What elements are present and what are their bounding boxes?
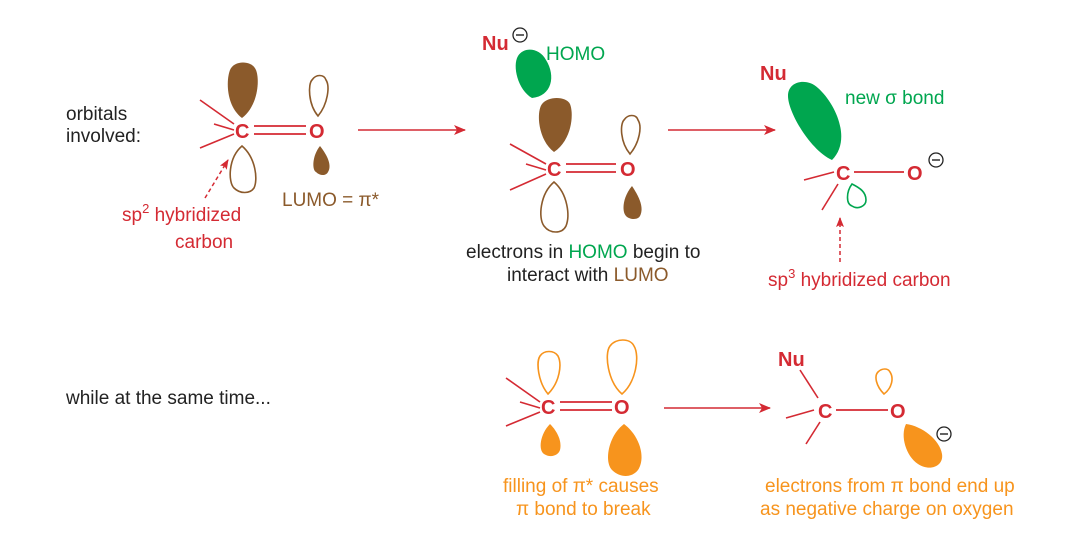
- negative-charge-circle: [512, 27, 528, 43]
- substituent-bond-upper-5: [785, 409, 815, 419]
- substituent-bond-lower: [199, 133, 235, 149]
- oxygen-pi-top-lobe: [606, 339, 638, 396]
- panel-alkoxide-product: Nu C O: [778, 349, 952, 468]
- nucleophile-atom-3: Nu: [760, 63, 787, 85]
- substituent-bond-lower-2: [509, 173, 547, 191]
- sigma-antibonding-small-lobe: [846, 182, 867, 209]
- filling-pi-star-caption-line2: π bond to break: [516, 499, 651, 520]
- carbon-atom: C: [235, 121, 249, 143]
- carbon-atom-4: C: [541, 397, 555, 419]
- end-caption-line2: as negative charge on oxygen: [760, 499, 1014, 520]
- new-sigma-bond-label: new σ bond: [845, 88, 944, 109]
- panel-new-sigma-bond: Nu new σ bond C O: [760, 63, 944, 262]
- orbitals-involved-label-1: orbitals: [66, 104, 127, 125]
- oxygen-p-orbital-top-lobe: [308, 74, 329, 118]
- sp3-hybridized-label: sp3 hybridized carbon: [768, 266, 951, 291]
- sigma-bond-orbital: [788, 81, 842, 160]
- substituent-bond-middle: [213, 123, 235, 131]
- electrons-homo-caption-line2: interact with LUMO: [507, 265, 669, 286]
- oxygen-atom: O: [309, 121, 325, 143]
- nu-c-bond: [799, 369, 819, 399]
- substituent-bond-upper-3: [803, 171, 835, 181]
- filling-pi-star-caption-line1: filling of π* causes: [503, 476, 659, 497]
- oxygen-atom-5: O: [890, 401, 906, 423]
- carbon-p-orbital-top-lobe: [227, 62, 258, 118]
- homo-orbital-lobe: [515, 49, 552, 98]
- carbon-atom-3: C: [836, 163, 850, 185]
- while-same-time-label: while at the same time...: [65, 388, 271, 409]
- carbon-pi-bottom-lobe: [540, 424, 561, 457]
- oxygen-lone-pair-lobe: [903, 424, 943, 468]
- panel-carbonyl-orbitals: C O: [199, 62, 330, 199]
- substituent-bond-upper: [199, 99, 235, 125]
- carbon-p-orbital-top-lobe-2: [538, 98, 572, 152]
- panel-homo-lumo-interaction: Nu HOMO C O: [482, 27, 642, 233]
- oxygen-atom-4: O: [614, 397, 630, 419]
- electrons-homo-caption-line1: electrons in HOMO begin to: [466, 242, 700, 263]
- nucleophile-atom: Nu: [482, 33, 509, 55]
- nucleophile-atom-5: Nu: [778, 349, 805, 371]
- substituent-bond-lower-5: [805, 421, 821, 445]
- oxygen-p-orbital-bottom-lobe: [313, 146, 330, 175]
- sp2-hybridized-label: sp2 hybridized: [122, 201, 241, 226]
- substituent-bond-middle-2: [525, 163, 547, 171]
- lumo-pi-star-label: LUMO = π*: [282, 190, 380, 211]
- carbon-atom-5: C: [818, 401, 832, 423]
- substituent-bond-middle-4: [519, 401, 541, 409]
- end-caption-line1: electrons from π bond end up: [765, 476, 1015, 497]
- substituent-bond-lower-4: [505, 411, 541, 427]
- carbon-p-orbital-bottom-lobe-2: [540, 180, 569, 233]
- orbitals-involved-label-2: involved:: [66, 126, 141, 147]
- oxygen-atom-3: O: [907, 163, 923, 185]
- carbon-atom-2: C: [547, 159, 561, 181]
- substituent-bond-upper-4: [505, 377, 541, 403]
- carbon-p-orbital-bottom-lobe: [229, 144, 257, 194]
- substituent-bond-upper-2: [509, 143, 547, 165]
- oxygen-pi-bottom-lobe: [608, 424, 642, 476]
- sp2-carbon-label: carbon: [175, 232, 233, 253]
- oxygen-atom-2: O: [620, 159, 636, 181]
- panel-pi-star-filling: C O: [505, 339, 642, 476]
- oxygen-top-lobe-5: [875, 368, 893, 396]
- substituent-bond-lower-3: [821, 183, 839, 211]
- negative-charge-circle-3: [928, 152, 944, 168]
- oxygen-p-orbital-bottom-lobe-2: [623, 186, 642, 219]
- dashed-pointer-arrow: [204, 159, 229, 199]
- oxygen-p-orbital-top-lobe-2: [620, 114, 641, 156]
- carbon-pi-top-lobe: [537, 350, 561, 396]
- negative-charge-circle-5: [936, 426, 952, 442]
- homo-label: HOMO: [546, 44, 605, 65]
